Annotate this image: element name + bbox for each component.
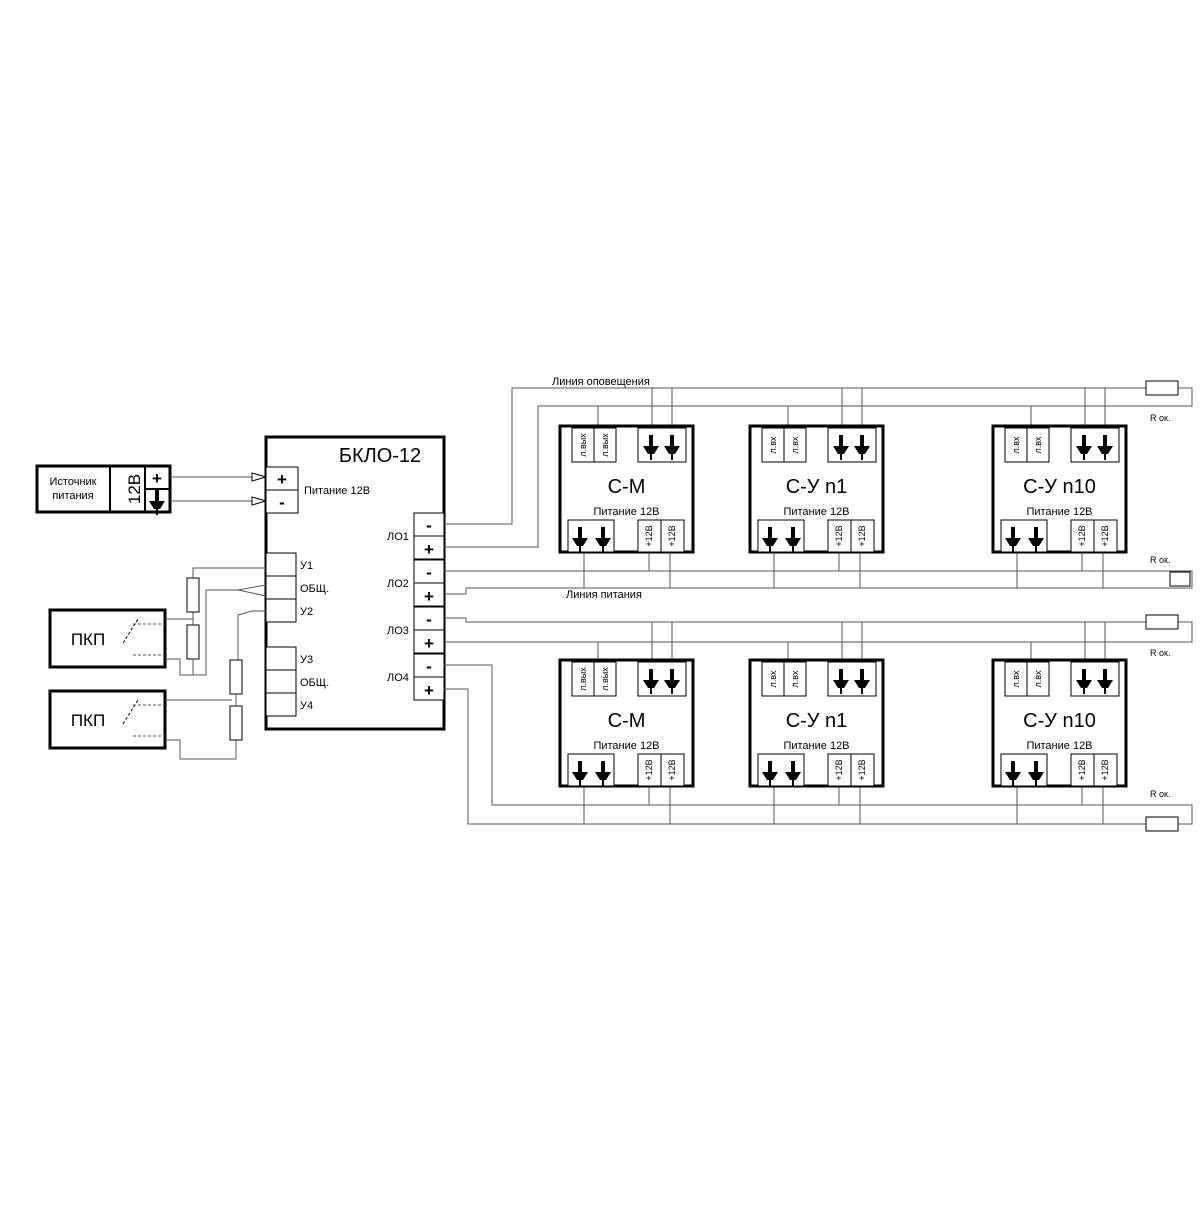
- bklo-unit: БКЛО-12 + - Питание 12В У1 ОБЩ. У2 У3 ОБ…: [264, 435, 446, 731]
- module-pin-label: л.вх: [768, 670, 778, 688]
- module-pin-label: л.вых: [578, 667, 588, 691]
- module-pin-label: л.вх: [1011, 436, 1021, 454]
- module-voltage-label: +12В: [857, 759, 867, 780]
- module-pin-label: л.вых: [600, 667, 610, 691]
- pkp-panel-1: ПКП: [48, 608, 167, 669]
- svg-text:+: +: [424, 634, 434, 653]
- module-voltage-label: +12В: [1077, 525, 1087, 546]
- pkp-label-2: ПКП: [71, 711, 105, 730]
- module-voltage-label: +12В: [834, 759, 844, 780]
- module-pin-label: л.вх: [790, 670, 800, 688]
- module-title: С-У n1: [786, 476, 848, 498]
- module-title: С-М: [608, 476, 646, 498]
- power-source-title-1: Источник: [50, 476, 97, 488]
- pkp-wires: [165, 567, 267, 760]
- power-source-title-2: питания: [52, 490, 93, 502]
- r-ok-label: R ок.: [1150, 555, 1170, 565]
- svg-text:+: +: [424, 681, 434, 700]
- resistor-icon: [229, 659, 243, 695]
- bklo-input-u2: У2: [300, 606, 313, 618]
- bklo-input-u3: У3: [300, 654, 313, 666]
- svg-text:-: -: [426, 610, 432, 629]
- module-title: С-У n10: [1023, 710, 1096, 732]
- svg-text:-: -: [426, 657, 432, 676]
- bklo-input-u4: У4: [300, 700, 313, 712]
- pkp-label-1: ПКП: [71, 630, 105, 649]
- module-voltage-label: +12В: [644, 525, 654, 546]
- svg-text:+: +: [424, 587, 434, 606]
- bklo-line-2: ЛО2: [387, 578, 409, 590]
- bklo-power-label: Питание 12В: [304, 485, 370, 497]
- power-source-voltage: 12В: [125, 474, 144, 504]
- resistor-icon: [186, 624, 200, 660]
- top-bus-wires: [444, 387, 1170, 595]
- module-voltage-label: +12В: [1100, 759, 1110, 780]
- bottom-bus-wires: [444, 617, 1170, 825]
- bklo-plus: +: [277, 470, 287, 489]
- module-title: С-М: [608, 710, 646, 732]
- r-ok-label: R ок.: [1150, 413, 1170, 423]
- bklo-input-common-2: ОБЩ.: [300, 677, 329, 689]
- module-power-label: Питание 12В: [593, 740, 659, 752]
- module-voltage-label: +12В: [1077, 759, 1087, 780]
- supply-wires: [170, 472, 268, 506]
- bklo-line-3: ЛО3: [387, 625, 409, 637]
- resistor-icon: [1145, 816, 1179, 832]
- notify-line-label: Линия оповещения: [552, 376, 650, 388]
- resistor-icon: [1145, 380, 1179, 396]
- module-voltage-label: +12В: [667, 525, 677, 546]
- module-pin-label: л.вх: [1033, 670, 1043, 688]
- r-ok-label: R ок.: [1150, 648, 1170, 658]
- module-voltage-label: +12В: [667, 759, 677, 780]
- svg-text:-: -: [426, 516, 432, 535]
- module-power-label: Питание 12В: [783, 506, 849, 518]
- power-source: Источник питания 12В +: [35, 464, 172, 515]
- svg-text:+: +: [424, 540, 434, 559]
- bklo-title: БКЛО-12: [339, 445, 421, 467]
- pkp-panel-2: ПКП: [48, 689, 167, 750]
- module-5: л.вх л.вхС-У n1 Питание 12В +12В +12В: [748, 622, 885, 824]
- bklo-line-4: ЛО4: [387, 672, 409, 684]
- module-pin-label: л.вх: [790, 436, 800, 454]
- resistor-icon: [229, 705, 243, 741]
- module-pin-label: л.вх: [1011, 670, 1021, 688]
- resistor-icon: [1145, 614, 1179, 630]
- power-source-plus: +: [152, 469, 162, 488]
- module-voltage-label: +12В: [834, 525, 844, 546]
- bklo-input-u1: У1: [300, 560, 313, 572]
- module-pin-label: л.вых: [600, 433, 610, 457]
- module-pin-label: л.вых: [578, 433, 588, 457]
- eol-resistors: R ок. R ок. R ок. R ок.: [1108, 380, 1193, 832]
- module-voltage-label: +12В: [644, 759, 654, 780]
- svg-text:-: -: [426, 563, 432, 582]
- module-power-label: Питание 12В: [1026, 740, 1092, 752]
- module-pin-label: л.вх: [768, 436, 778, 454]
- module-power-label: Питание 12В: [593, 506, 659, 518]
- bklo-line-1: ЛО1: [387, 531, 409, 543]
- bklo-minus: -: [279, 493, 285, 512]
- module-voltage-label: +12В: [1100, 525, 1110, 546]
- module-title: С-У n1: [786, 710, 848, 732]
- r-ok-label: R ок.: [1150, 789, 1170, 799]
- arrow-icon: [251, 496, 268, 506]
- bklo-input-common-1: ОБЩ.: [300, 583, 329, 595]
- power-line-label: Линия питания: [566, 589, 642, 601]
- module-2: л.вх л.вхС-У n1 Питание 12В +12В +12В: [748, 388, 885, 588]
- module-pin-label: л.вх: [1033, 436, 1043, 454]
- module-title: С-У n10: [1023, 476, 1096, 498]
- module-power-label: Питание 12В: [783, 740, 849, 752]
- resistor-icon: [186, 577, 200, 613]
- module-voltage-label: +12В: [857, 525, 867, 546]
- module-power-label: Питание 12В: [1026, 506, 1092, 518]
- arrow-icon: [251, 472, 268, 482]
